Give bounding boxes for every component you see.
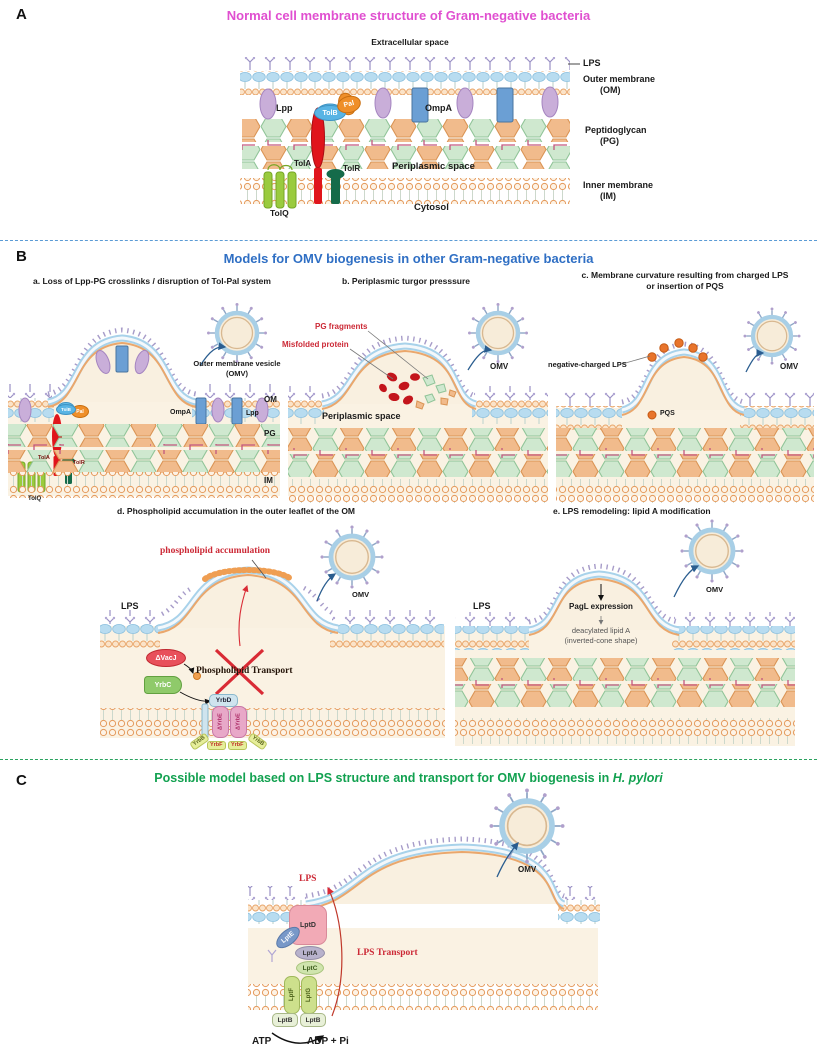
panelB-a-graphics — [8, 303, 280, 498]
panelB-c-title-line2: or insertion of PQS — [646, 281, 724, 291]
panelC-letter: C — [16, 772, 27, 789]
neg-charged-lps-label: negative-charged LPS — [548, 360, 627, 369]
c-lps-label: LPS — [299, 874, 317, 884]
periplasmic-space-label: Periplasmic space — [392, 161, 475, 172]
lptb-protein-2: LptB — [300, 1013, 326, 1027]
yrbf-protein-1: YrbF — [207, 741, 226, 751]
omv-abbr-label: (OMV) — [225, 369, 249, 378]
panelC-title-main: Possible model based on LPS structure an… — [154, 771, 610, 785]
pg-abbr-label: (PG) — [600, 136, 619, 146]
cytosol-label: Cytosol — [414, 202, 449, 213]
adp-pi-label: ADP + Pi — [307, 1036, 349, 1047]
ba-tolq-label: TolQ — [28, 496, 42, 502]
im-abbr-label: (IM) — [600, 191, 616, 201]
pagl-expression-label: PagL expression — [569, 602, 633, 611]
panelC-title: Possible model based on LPS structure an… — [0, 771, 817, 786]
bb-periplasmic-label: Periplasmic space — [322, 411, 401, 421]
panelB-c-title-line1: c. Membrane curvature resulting from cha… — [581, 270, 789, 280]
tolq-label: TolQ — [270, 208, 289, 218]
ba-ompa-label: OmpA — [170, 409, 191, 416]
lptg-protein: LptG — [301, 976, 317, 1014]
deacylated-label-2: (inverted-cone shape) — [564, 636, 638, 645]
panelB-b-graphics — [288, 303, 548, 503]
ba-im-label: IM — [264, 476, 273, 485]
lpta-protein: LptA — [295, 946, 325, 960]
bd-lps-label: LPS — [121, 601, 139, 611]
panelB-letter: B — [16, 248, 27, 265]
yrbd-protein: YrbD — [209, 694, 238, 707]
peptidoglycan-label: Peptidoglycan — [585, 125, 647, 135]
ba-tolr-label: TolR — [73, 460, 85, 466]
lptb-protein-1: LptB — [272, 1013, 298, 1027]
lps-transport-label: LPS Transport — [357, 948, 418, 958]
ba-tola-label: TolA — [38, 455, 50, 461]
tolr-label: TolR — [343, 164, 361, 173]
pg-fragments-label: PG fragments — [315, 322, 368, 331]
separator-blue — [0, 240, 817, 241]
lptc-protein: LptC — [296, 961, 324, 975]
ba-lpp-label: Lpp — [246, 410, 259, 417]
bb-omv-label: OMV — [490, 362, 509, 371]
misfolded-protein-label: Misfolded protein — [282, 340, 349, 349]
panelB-e-graphics — [455, 520, 795, 746]
yrbf-protein-2: YrbF — [228, 741, 247, 751]
panelA-letter: A — [16, 6, 27, 23]
yrbc-protein: YrbC — [144, 676, 182, 694]
pqs-label: PQS — [660, 410, 675, 417]
c-omv-label: OMV — [518, 865, 537, 874]
separator-green — [0, 759, 817, 760]
yrbe-protein-2: ΔYrbE — [230, 706, 247, 738]
phospholipid-transport-label: Phospholipid Transport — [196, 666, 293, 676]
ba-tolb-protein: TolB — [56, 404, 76, 415]
panelB-c-graphics — [556, 308, 814, 503]
ba-om-label: OM — [264, 395, 277, 404]
panelB-title: Models for OMV biogenesis in other Gram-… — [223, 251, 594, 266]
lps-label: LPS — [583, 58, 601, 68]
atp-label: ATP — [252, 1036, 272, 1047]
om-abbr-label: (OM) — [600, 85, 621, 95]
panelB-d-graphics — [100, 526, 445, 739]
lptf-protein: LptF — [284, 976, 300, 1014]
be-omv-label: OMV — [706, 585, 724, 594]
panelB-a-title: a. Loss of Lpp-PG crosslinks / disruptio… — [33, 276, 271, 286]
extracellular-space-label: Extracellular space — [371, 37, 449, 47]
omv-full-label: Outer membrane vesicle — [193, 359, 281, 368]
phospholipid-accum-label: phospholipid accumulation — [160, 546, 271, 556]
ompa-label: OmpA — [425, 103, 452, 113]
lpp-label: Lpp — [276, 103, 293, 113]
panelA-membrane-graphics — [240, 57, 580, 209]
panelC-title-species: H. pylori — [612, 771, 663, 785]
panelB-d-title: d. Phospholipid accumulation in the oute… — [117, 506, 356, 516]
tola-label: TolA — [294, 159, 312, 168]
vacj-protein: ΔVacJ — [146, 649, 186, 667]
bc-omv-label: OMV — [780, 362, 799, 371]
panelB-e-title: e. LPS remodeling: lipid A modification — [553, 506, 711, 516]
inner-membrane-label: Inner membrane — [583, 180, 654, 190]
yrbe-protein-1: ΔYrbE — [212, 706, 229, 738]
be-lps-label: LPS — [473, 601, 491, 611]
ba-pg-label: PG — [264, 429, 276, 438]
panelA-title: Normal cell membrane structure of Gram-n… — [226, 8, 591, 23]
outer-membrane-label: Outer membrane — [583, 74, 656, 84]
deacylated-label-1: deacylated lipid A — [571, 626, 631, 635]
bd-omv-label: OMV — [352, 590, 370, 599]
panelB-b-title: b. Periplasmic turgor presssure — [342, 276, 471, 286]
